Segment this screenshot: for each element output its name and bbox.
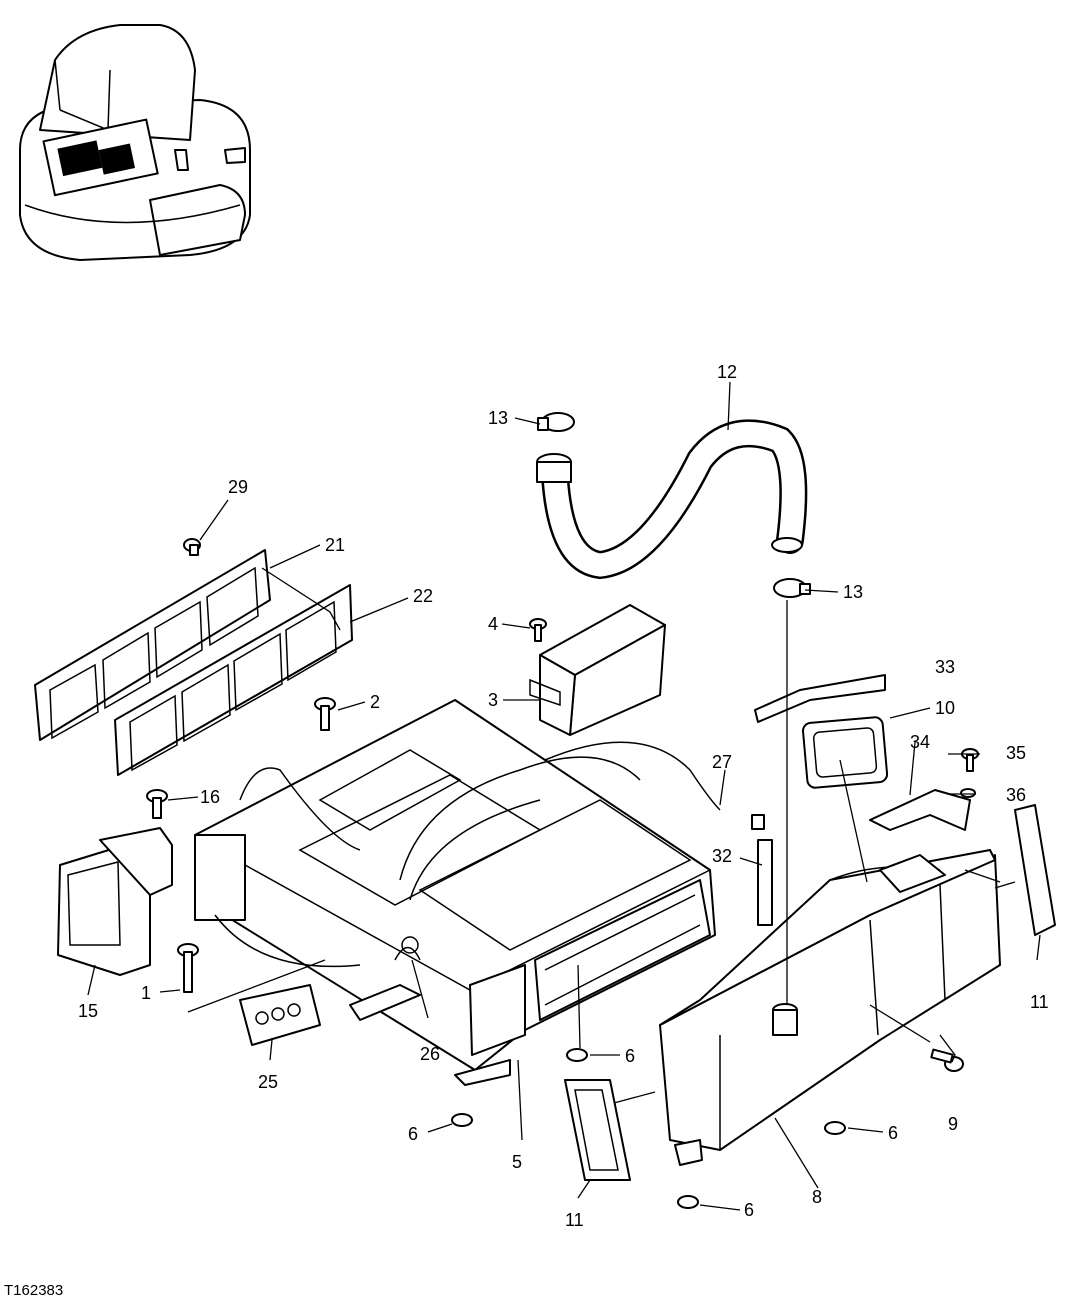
washer-36	[960, 788, 976, 798]
callout-27: 27	[712, 752, 732, 772]
mount-6b	[451, 1113, 473, 1127]
leader-lines	[87, 381, 1041, 1211]
callout-11-left: 11	[565, 1210, 584, 1230]
callout-33: 33	[935, 657, 955, 677]
callout-10: 10	[935, 698, 955, 718]
callout-35: 35	[1006, 743, 1026, 763]
callout-32: 32	[712, 846, 732, 866]
mount-6d	[677, 1195, 699, 1209]
callout-34: 34	[910, 732, 930, 752]
callout-8: 8	[812, 1187, 822, 1207]
callout-16: 16	[200, 787, 220, 807]
wire-harness-27	[544, 741, 765, 830]
gasket-11-right	[1014, 804, 1056, 936]
callout-15: 15	[78, 1001, 98, 1021]
screw-35	[961, 748, 979, 772]
seal-33	[754, 674, 886, 723]
filter-21	[34, 549, 271, 741]
callout-4: 4	[488, 614, 498, 634]
hose-12	[536, 419, 808, 580]
callout-22: 22	[413, 586, 433, 606]
mount-6c	[824, 1121, 846, 1135]
callout-21: 21	[325, 535, 345, 555]
callout-6-c: 6	[888, 1123, 898, 1143]
filter-22	[114, 584, 353, 776]
clamp-13-lower	[773, 578, 811, 598]
bolt-9	[930, 1048, 964, 1072]
callout-11-right: 11	[1030, 992, 1049, 1012]
screw-4	[529, 618, 547, 642]
callout-2: 2	[370, 692, 380, 712]
screw-29	[183, 538, 201, 556]
callout-6-a: 6	[625, 1046, 635, 1066]
callout-1: 1	[141, 983, 151, 1003]
vent-block-15	[57, 827, 173, 976]
bracket-34	[869, 789, 971, 831]
machine-locator-inset	[19, 24, 251, 261]
bracket-26	[394, 946, 421, 961]
screw-1	[177, 943, 199, 993]
callout-labels: 12 13 13 29 21 22 4 3 2 16 27 32 33 10 3…	[78, 362, 1049, 1230]
clamp-13-upper	[537, 412, 575, 432]
callout-13-lower: 13	[843, 582, 863, 602]
screw-16	[146, 789, 168, 819]
screw-2	[314, 697, 336, 731]
callout-5: 5	[512, 1152, 522, 1172]
drain-housing-8	[659, 849, 1001, 1166]
gasket-11-left	[564, 1079, 631, 1181]
callout-36: 36	[1006, 785, 1026, 805]
mount-6a	[566, 1048, 588, 1062]
figure-id: T162383	[4, 1282, 63, 1299]
callout-25: 25	[258, 1072, 278, 1092]
callout-26: 26	[420, 1044, 440, 1064]
callout-29: 29	[228, 477, 248, 497]
callout-13-upper: 13	[488, 408, 508, 428]
callout-6-d: 6	[744, 1200, 754, 1220]
seal-32	[757, 839, 773, 926]
callout-3: 3	[488, 690, 498, 710]
grommet-25	[239, 984, 321, 1046]
callout-9: 9	[948, 1114, 958, 1134]
callout-12: 12	[717, 362, 737, 382]
gasket-10	[802, 716, 889, 789]
callout-6-b: 6	[408, 1124, 418, 1144]
cover-3	[529, 604, 666, 736]
